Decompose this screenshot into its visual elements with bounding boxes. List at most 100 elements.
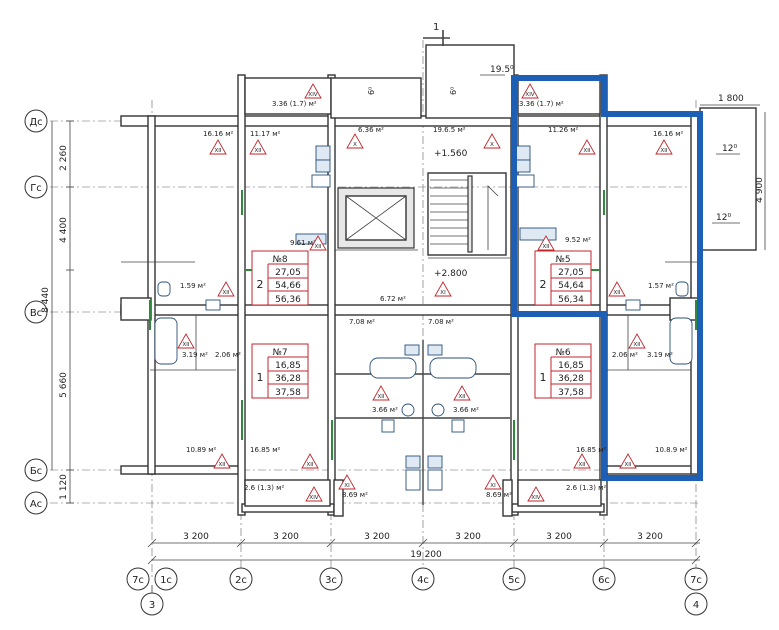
room-code-marker: XII bbox=[655, 139, 673, 155]
axis-label: 4с bbox=[417, 575, 429, 586]
room-code-marker: XI bbox=[484, 474, 502, 490]
axis-bubble bbox=[24, 109, 48, 133]
room-code-marker: XII bbox=[217, 281, 235, 297]
room-area: 9.52 м² bbox=[565, 236, 591, 244]
dim-label: 3 200 bbox=[183, 532, 209, 542]
dim-label: 1 800 bbox=[718, 94, 744, 104]
fixtures bbox=[154, 145, 693, 491]
room-code: XII bbox=[624, 462, 631, 468]
room-code-marker: XI bbox=[434, 281, 452, 297]
axis-label: Ас bbox=[30, 499, 42, 510]
room-code: XI bbox=[490, 483, 496, 489]
apartment-living-area: 27,05 bbox=[558, 268, 584, 278]
room-area: 10.8.9 м² bbox=[655, 446, 688, 454]
room-code-marker: XII bbox=[537, 235, 555, 251]
room-code: XII bbox=[218, 462, 225, 468]
apartment-area: 54,66 bbox=[275, 281, 301, 291]
dim-label: 1 120 bbox=[59, 474, 69, 500]
apartment-info-5: №5 2 27,05 54,64 56,34 bbox=[534, 250, 592, 306]
room-area: 16.85 м² bbox=[250, 446, 281, 454]
column-axis-labels: 7с 1с 2с 3с 4с 5с 6с 7с 3 4 bbox=[126, 567, 708, 616]
room-code: XII bbox=[613, 290, 620, 296]
room-area: 2.6 (1.3) м² bbox=[244, 484, 284, 492]
room-area: 7.08 м² bbox=[349, 318, 375, 326]
dim-label: 2 260 bbox=[59, 145, 69, 171]
apartment-living-area: 16,85 bbox=[558, 361, 584, 371]
room-code: X bbox=[490, 142, 494, 148]
axis-bubble bbox=[24, 491, 48, 515]
dim-label: 3 200 bbox=[364, 532, 390, 542]
axis-label: Вс bbox=[30, 308, 42, 319]
apartment-rooms: 1 bbox=[540, 371, 547, 384]
room-code: XI bbox=[344, 483, 350, 489]
axis-label: Гс bbox=[30, 183, 42, 194]
apartment-info-8: №8 2 27,05 54,66 56,36 bbox=[251, 250, 309, 306]
level-mark: +1.560 bbox=[434, 149, 468, 159]
room-code-marker: X bbox=[346, 133, 364, 149]
room-area: 1.59 м² bbox=[180, 282, 206, 290]
room-code-marker: XII bbox=[453, 385, 471, 401]
room-area: 19.6.5 м² bbox=[433, 126, 466, 134]
room-code: XIV bbox=[309, 495, 318, 501]
room-area: 16.16 м² bbox=[203, 130, 234, 138]
room-area: 3.36 (1.7) м² bbox=[519, 100, 564, 108]
slope-label: 12⁰ bbox=[722, 144, 737, 154]
highlighted-apartment bbox=[511, 75, 703, 481]
apartment-living-area: 16,85 bbox=[275, 361, 301, 371]
room-area: 3.66 м² bbox=[372, 406, 398, 414]
apartment-info-6: №6 1 16,85 36,28 37,58 bbox=[534, 343, 592, 399]
bottom-dimensions: 3 200 3 200 3 200 3 200 3 200 3 200 19 2… bbox=[147, 532, 701, 565]
slope-label: 6⁰ bbox=[367, 87, 376, 95]
apartment-number: №8 bbox=[272, 255, 287, 265]
room-code-marker: XII bbox=[573, 453, 591, 469]
right-dimensions: 1 800 4 900 bbox=[700, 94, 766, 250]
room-area: 3.19 м² bbox=[647, 351, 673, 359]
room-area: 16.85 м² bbox=[576, 446, 607, 454]
apartment-number: №5 bbox=[555, 255, 570, 265]
room-code-marker: XII bbox=[249, 139, 267, 155]
room-area: 8.69 м² bbox=[342, 491, 368, 499]
room-area: 2.6 (1.3) м² bbox=[566, 484, 606, 492]
apartment-number: №7 bbox=[272, 348, 287, 358]
apartment-area: 36,28 bbox=[275, 374, 301, 384]
room-code-marker: XI bbox=[338, 474, 356, 490]
room-areas: 3.36 (1.7) м² 3.36 (1.7) м² 16.16 м² 11.… bbox=[180, 100, 688, 499]
room-area: 11.26 м² bbox=[548, 126, 579, 134]
room-code: XIV bbox=[531, 495, 540, 501]
dim-label: 4 900 bbox=[755, 177, 765, 203]
room-area: 10.89 м² bbox=[186, 446, 217, 454]
apartment-total-area: 56,34 bbox=[558, 295, 584, 305]
room-code-marker: XII bbox=[301, 453, 319, 469]
elevator-core bbox=[337, 187, 415, 249]
room-code-marker: XIV bbox=[527, 486, 545, 502]
axis-label: 4 bbox=[693, 600, 699, 611]
left-dimensions: 2 260 4 400 8 440 5 660 1 120 bbox=[41, 120, 74, 504]
room-code-marker: XII bbox=[213, 453, 231, 469]
axis-label: 1с bbox=[160, 575, 172, 586]
apartment-number: №6 bbox=[555, 348, 570, 358]
apartment-info-7: №7 1 16,85 36,28 37,58 bbox=[251, 343, 309, 399]
dim-label: 3 200 bbox=[455, 532, 481, 542]
slope-label: 6⁰ bbox=[449, 87, 458, 95]
room-code-marker: XII bbox=[209, 139, 227, 155]
room-code-marker: XII bbox=[177, 333, 195, 349]
room-code: XII bbox=[660, 148, 667, 154]
room-code-marker: XII bbox=[578, 139, 596, 155]
staircase bbox=[427, 172, 507, 256]
room-area: 6.72 м² bbox=[380, 295, 406, 303]
room-area: 7.08 м² bbox=[428, 318, 454, 326]
apartment-total-area: 37,58 bbox=[275, 388, 301, 398]
apartment-area: 36,28 bbox=[558, 374, 584, 384]
axis-bubble bbox=[24, 175, 48, 199]
axis-bubble bbox=[24, 458, 48, 482]
slope-label: 12⁰ bbox=[716, 213, 731, 223]
room-code-marker: XIV bbox=[521, 83, 539, 99]
level-mark: +2.800 bbox=[434, 269, 468, 279]
dim-label: 8 440 bbox=[41, 287, 51, 313]
section-number: 1 bbox=[433, 22, 439, 33]
room-code: XII bbox=[578, 462, 585, 468]
room-code: XII bbox=[306, 462, 313, 468]
room-code: XII bbox=[182, 342, 189, 348]
dim-label: 4 400 bbox=[59, 217, 69, 243]
room-code: XII bbox=[377, 394, 384, 400]
